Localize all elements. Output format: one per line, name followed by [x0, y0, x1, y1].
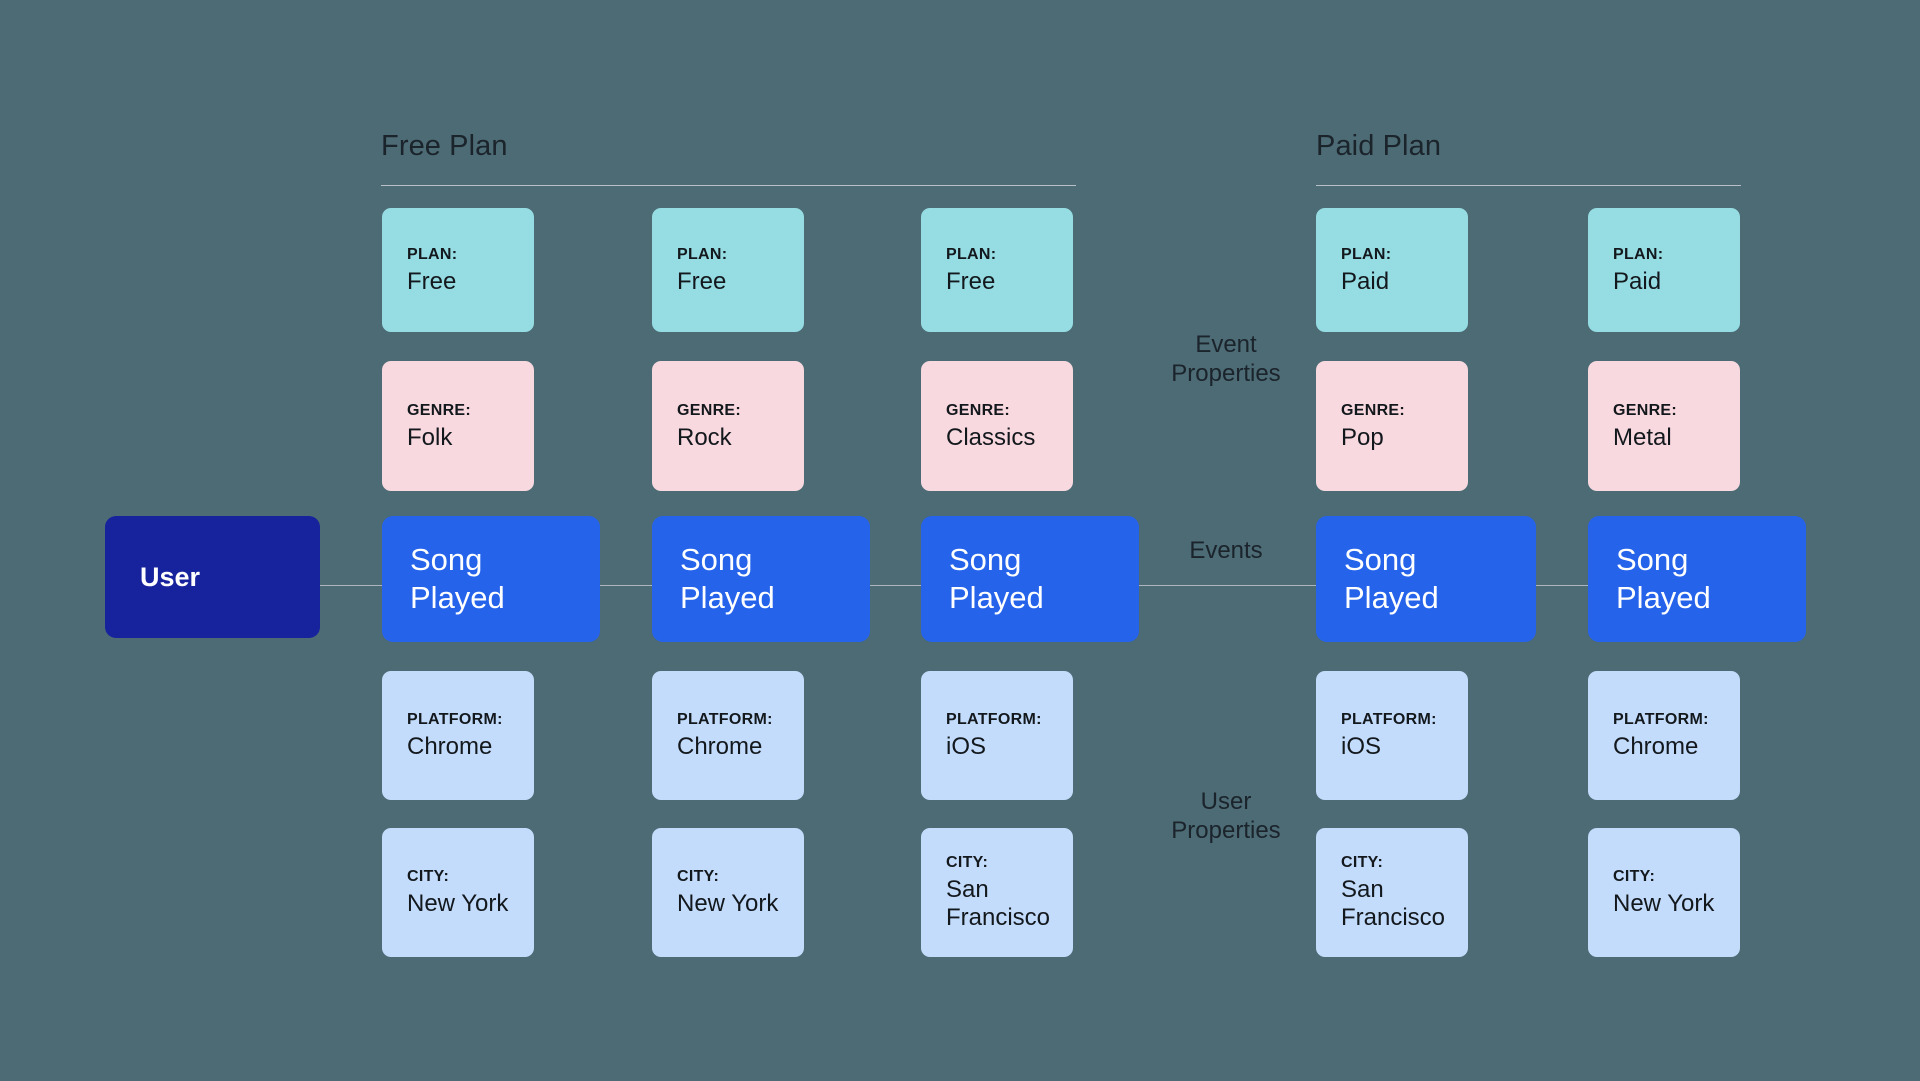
- platform-card-key: PLATFORM:: [1341, 711, 1437, 728]
- event-card[interactable]: Song Played: [1588, 516, 1806, 642]
- label-event-properties: Event Properties: [1171, 331, 1281, 387]
- label-events: Events: [1189, 537, 1263, 564]
- city-card-key: CITY:: [407, 868, 450, 885]
- user-entity-label: User: [140, 562, 201, 592]
- plan-card-key: PLAN:: [677, 245, 728, 263]
- plan-card[interactable]: PLAN: Free: [921, 208, 1073, 332]
- platform-card[interactable]: PLATFORM: Chrome: [652, 671, 804, 800]
- connector-event-4-to-5: [1536, 585, 1588, 586]
- event-card[interactable]: Song Played: [1316, 516, 1536, 642]
- genre-card-key: GENRE:: [407, 401, 472, 419]
- city-card[interactable]: CITY: San Francisco: [921, 828, 1073, 957]
- platform-card-key: PLATFORM:: [407, 711, 503, 728]
- genre-card-value: Pop: [1341, 423, 1384, 451]
- city-card[interactable]: CITY: New York: [1588, 828, 1740, 957]
- city-card-value: New York: [407, 890, 509, 917]
- plan-card-value: Paid: [1341, 267, 1390, 295]
- platform-card-value: Chrome: [677, 733, 763, 760]
- city-card-key: CITY:: [946, 854, 989, 871]
- connector-event-2-to-3: [869, 585, 921, 586]
- plan-card[interactable]: PLAN: Paid: [1316, 208, 1468, 332]
- plan-card[interactable]: PLAN: Free: [382, 208, 534, 332]
- genre-card[interactable]: GENRE: Classics: [921, 361, 1073, 491]
- city-card[interactable]: CITY: San Francisco: [1316, 828, 1468, 957]
- city-card-value: New York: [677, 890, 779, 917]
- plan-card-key: PLAN:: [1613, 245, 1664, 263]
- platform-card-value: Chrome: [407, 733, 493, 760]
- plan-card-value: Paid: [1613, 267, 1662, 295]
- platform-card-key: PLATFORM:: [677, 711, 773, 728]
- plan-card-value: Free: [946, 267, 996, 295]
- genre-card-value: Rock: [677, 423, 732, 451]
- section-header-paid-plan: Paid Plan: [1316, 130, 1442, 162]
- plan-card-value: Free: [407, 267, 457, 295]
- event-card[interactable]: Song Played: [652, 516, 870, 642]
- plan-card[interactable]: PLAN: Paid: [1588, 208, 1740, 332]
- genre-card-value: Classics: [946, 423, 1036, 451]
- city-card-key: CITY:: [1341, 854, 1384, 871]
- event-card[interactable]: Song Played: [382, 516, 600, 642]
- genre-card-value: Metal: [1613, 423, 1672, 451]
- genre-card-key: GENRE:: [677, 401, 742, 419]
- platform-card[interactable]: PLATFORM: Chrome: [1588, 671, 1740, 800]
- user-entity-card[interactable]: User: [105, 516, 320, 638]
- section-rule-free-plan: [381, 185, 1076, 186]
- genre-card[interactable]: GENRE: Metal: [1588, 361, 1740, 491]
- city-card[interactable]: CITY: New York: [382, 828, 534, 957]
- genre-card-value: Folk: [407, 423, 453, 451]
- city-card[interactable]: CITY: New York: [652, 828, 804, 957]
- city-card-value: San Francisco: [946, 876, 1051, 931]
- platform-card-key: PLATFORM:: [946, 711, 1042, 728]
- city-card-key: CITY:: [677, 868, 720, 885]
- connector-event-3-to-4: [1138, 585, 1318, 586]
- genre-card-key: GENRE:: [1341, 401, 1406, 419]
- platform-card[interactable]: PLATFORM: Chrome: [382, 671, 534, 800]
- plan-card-value: Free: [677, 267, 727, 295]
- genre-card-key: GENRE:: [946, 401, 1011, 419]
- platform-card-key: PLATFORM:: [1613, 711, 1709, 728]
- city-card-key: CITY:: [1613, 868, 1656, 885]
- platform-card-value: iOS: [1341, 733, 1382, 760]
- event-card-label: Song Played: [1616, 542, 1711, 615]
- plan-card[interactable]: PLAN: Free: [652, 208, 804, 332]
- platform-card-value: Chrome: [1613, 733, 1699, 760]
- plan-card-key: PLAN:: [407, 245, 458, 263]
- connector-event-1-to-2: [600, 585, 652, 586]
- event-card[interactable]: Song Played: [921, 516, 1139, 642]
- genre-card-key: GENRE:: [1613, 401, 1678, 419]
- platform-card[interactable]: PLATFORM: iOS: [1316, 671, 1468, 800]
- event-card-label: Song Played: [410, 542, 505, 615]
- label-user-properties: User Properties: [1171, 788, 1281, 844]
- city-card-value: New York: [1613, 890, 1715, 917]
- platform-card[interactable]: PLATFORM: iOS: [921, 671, 1073, 800]
- city-card-value: San Francisco: [1341, 876, 1446, 931]
- connector-user-to-event-1: [263, 585, 383, 586]
- section-header-free-plan: Free Plan: [381, 130, 508, 162]
- platform-card-value: iOS: [946, 733, 987, 760]
- plan-card-key: PLAN:: [1341, 245, 1392, 263]
- plan-card-key: PLAN:: [946, 245, 997, 263]
- event-card-label: Song Played: [680, 542, 775, 615]
- genre-card[interactable]: GENRE: Pop: [1316, 361, 1468, 491]
- section-rule-paid-plan: [1316, 185, 1741, 186]
- event-card-label: Song Played: [949, 542, 1044, 615]
- genre-card[interactable]: GENRE: Rock: [652, 361, 804, 491]
- genre-card[interactable]: GENRE: Folk: [382, 361, 534, 491]
- event-card-label: Song Played: [1344, 542, 1439, 615]
